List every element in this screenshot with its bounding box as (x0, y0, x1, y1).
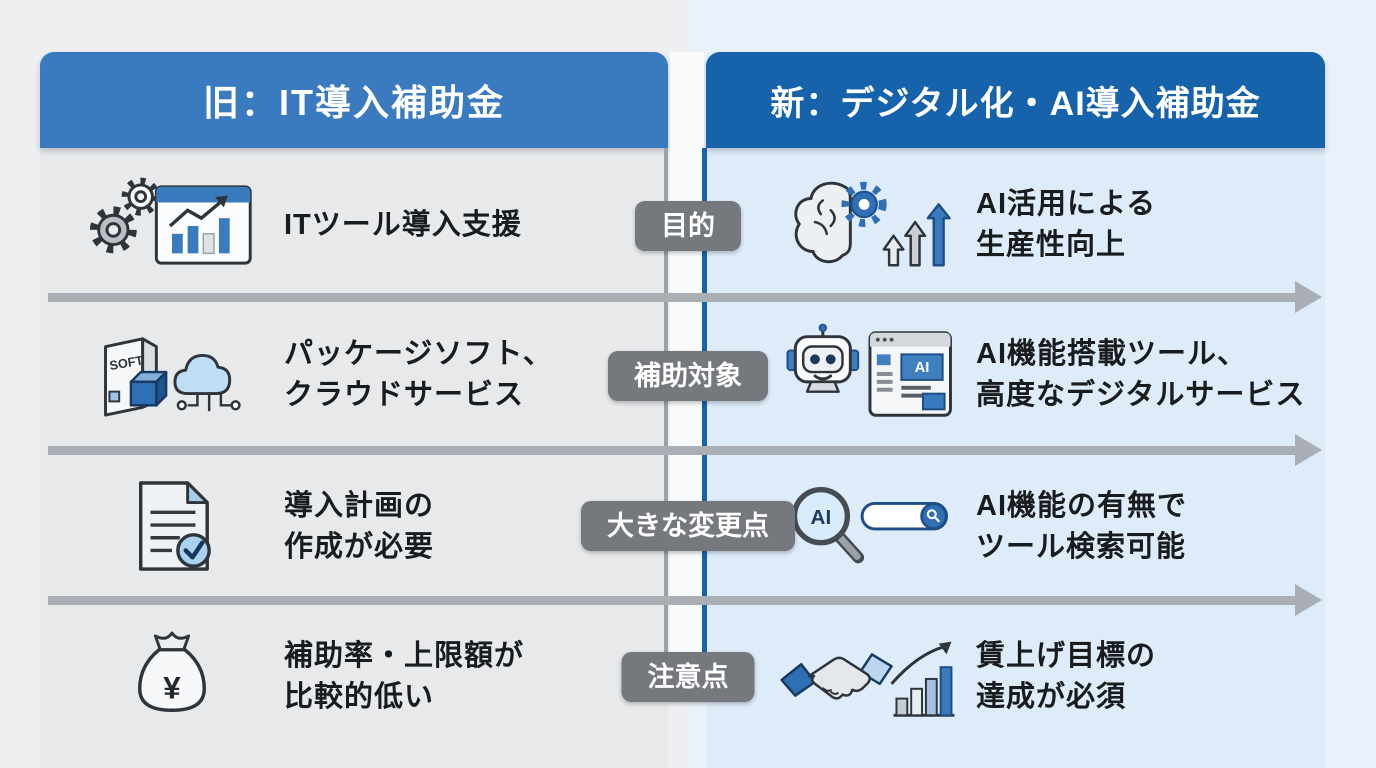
row-label-change: 大きな変更点 (581, 501, 795, 551)
new-row-caution-text: 賃上げ目標の達成が必須 (976, 640, 1157, 713)
document-check-icon (84, 473, 260, 581)
new-panel-title: 新：デジタル化・AI導入補助金 (770, 84, 1261, 123)
robot-ai-browser-icon: AI (772, 321, 964, 429)
old-row-purpose-text: ITツール導入支援 (284, 208, 522, 241)
row-divider-arrow (48, 584, 1322, 616)
ai-search-icon: AI (772, 473, 964, 581)
new-panel-header: 新：デジタル化・AI導入補助金 (706, 52, 1325, 148)
old-panel-divider-line (664, 148, 668, 654)
svg-text:¥: ¥ (163, 671, 181, 706)
row-divider-arrow (48, 434, 1322, 466)
new-panel-divider-line (702, 148, 707, 654)
svg-text:AI: AI (811, 506, 832, 529)
old-row-change: 導入計画の作成が必要 (84, 462, 434, 592)
old-row-change-text: 導入計画の作成が必要 (284, 490, 435, 563)
old-row-caution: ¥ 補助率・上限額が比較的低い (84, 612, 524, 742)
gears-analytics-icon (84, 171, 260, 279)
brain-gear-arrows-icon (772, 171, 964, 279)
new-row-purpose: AI活用による生産性向上 (772, 160, 1156, 290)
row-label-target: 補助対象 (608, 351, 768, 401)
old-panel-title: 旧：IT導入補助金 (203, 82, 505, 123)
new-row-caution: 賃上げ目標の達成が必須 (772, 612, 1156, 742)
row-label-purpose: 目的 (635, 201, 741, 251)
software-box-cloud-icon: SOFT (84, 321, 260, 429)
old-row-target: SOFT パッケージソフト、クラウドサービス (84, 310, 553, 440)
row-label-caution: 注意点 (621, 652, 755, 702)
new-row-purpose-text: AI活用による生産性向上 (976, 188, 1157, 261)
old-row-target-text: パッケージソフト、クラウドサービス (284, 338, 553, 411)
old-panel-header: 旧：IT導入補助金 (40, 52, 668, 148)
money-bag-icon: ¥ (84, 623, 260, 731)
svg-text:AI: AI (915, 360, 930, 376)
old-panel: 旧：IT導入補助金 (40, 52, 668, 768)
new-row-change: AI AI機能の有無でツール検索可能 (772, 462, 1187, 592)
row-divider-arrow (48, 281, 1322, 313)
svg-text:SOFT: SOFT (108, 352, 144, 373)
new-panel: 新：デジタル化・AI導入補助金 (706, 52, 1325, 768)
old-row-caution-text: 補助率・上限額が比較的低い (284, 640, 525, 713)
handshake-growth-icon (772, 623, 964, 731)
new-row-target: AI AI機能搭載ツール、高度なデジタルサービス (772, 310, 1305, 440)
new-row-target-text: AI機能搭載ツール、高度なデジタルサービス (976, 338, 1306, 411)
old-row-purpose: ITツール導入支援 (84, 160, 522, 290)
new-row-change-text: AI機能の有無でツール検索可能 (976, 490, 1188, 563)
